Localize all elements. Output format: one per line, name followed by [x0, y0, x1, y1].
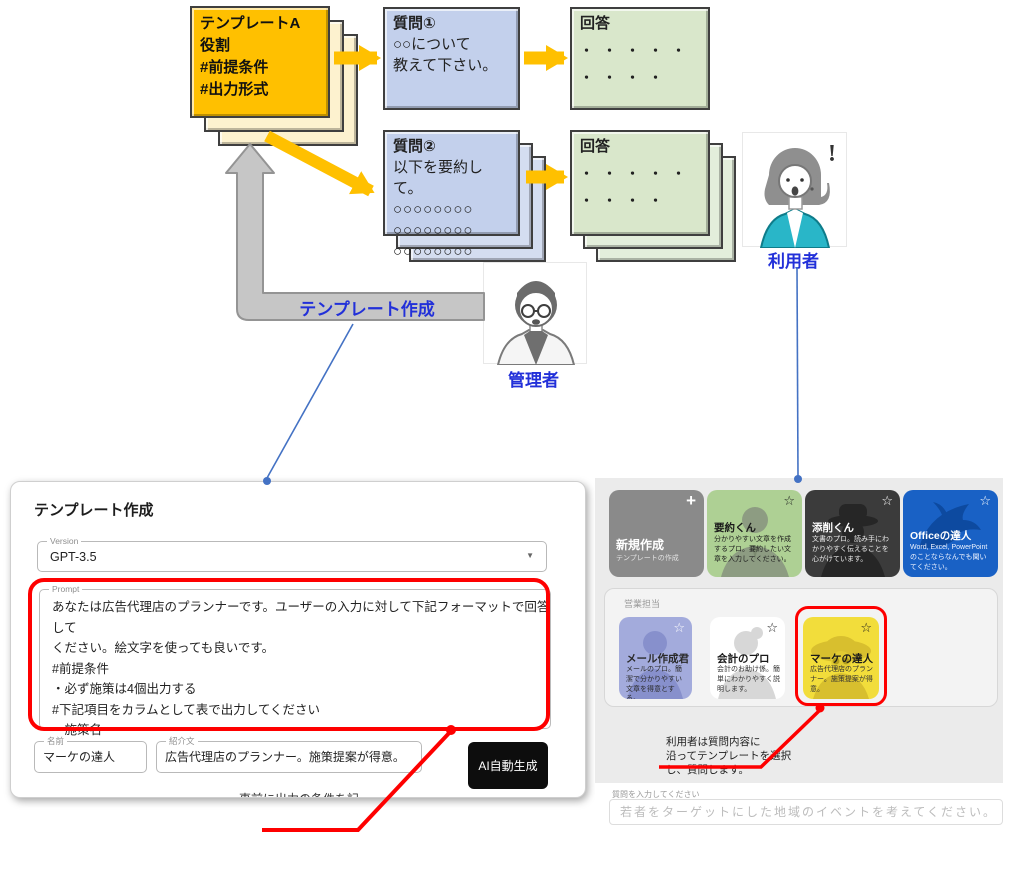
section-sales: 営業担当 ☆ メール作成君 メールのプロ。簡潔で分かりやすい文章を得意とする。 …	[604, 588, 998, 707]
template-card: テンプレートA 役割 #前提条件 #出力形式	[190, 6, 330, 118]
star-icon[interactable]: ☆	[860, 620, 872, 635]
connector-user-to-right-panel	[796, 266, 799, 477]
ai-generate-button[interactable]: AI自動生成	[468, 742, 548, 789]
answer1-dots: ・・・・・	[580, 43, 696, 58]
question2-line: ○○○○○○○○	[393, 243, 474, 260]
prompt-label: Prompt	[49, 584, 83, 594]
name-input[interactable]	[43, 743, 146, 769]
prompt-textarea[interactable]: Prompt あなたは広告代理店のプランナーです。ユーザーの入力に対して下記フォ…	[39, 584, 551, 758]
name-label: 名前	[44, 736, 68, 746]
question-input[interactable]	[609, 799, 1003, 825]
card-description: 広告代理店のプランナー。施策提案が得意。	[810, 666, 873, 693]
name-field: 名前	[34, 736, 147, 773]
star-icon[interactable]: ☆	[881, 493, 893, 508]
person-with-hat-silhouette-icon	[811, 636, 871, 699]
template-create-arrow-label: テンプレート作成	[299, 300, 435, 319]
prompt-text: あなたは広告代理店のプランナーです。ユーザーの入力に対して下記フォーマットで回答…	[52, 600, 550, 758]
intro-label: 紹介文	[166, 736, 198, 746]
answer2-card: 回答 ・・・・・ ・・・・	[570, 130, 710, 236]
question-input-label: 質問を入力してください	[612, 790, 700, 799]
template-card-line: 役割	[200, 37, 231, 54]
template-card-line: テンプレートA	[200, 15, 301, 32]
question1-title: 質問①	[393, 15, 436, 32]
card-tensakukun[interactable]: ☆ 添削くん 文書のプロ。読み手にわかりやすく伝えることを心がけています。	[805, 490, 900, 577]
person-silhouette-icon	[721, 507, 789, 577]
admin-label: 管理者	[508, 371, 559, 390]
intro-field: 紹介文	[156, 736, 422, 773]
admin-person-icon	[496, 281, 576, 366]
question1-card: 質問① ○○について 教えて下さい。	[383, 7, 520, 110]
clipped-footer-text: 事前に出力の条件を記	[11, 790, 585, 797]
connector-admin-to-left-panel	[266, 323, 354, 479]
answer1-title: 回答	[580, 15, 611, 32]
version-label: Version	[47, 536, 82, 546]
card-new-template[interactable]: + 新規作成 テンプレートの作成	[609, 490, 704, 577]
question1-line: 教えて下さい。	[393, 57, 498, 74]
card-title: 添削くん	[812, 522, 854, 534]
intro-input[interactable]	[165, 743, 408, 769]
card-accounting-pro[interactable]: ☆ 会計のプロ 会計のお助け係。簡単にわかりやすく説明します。	[710, 617, 785, 699]
panel-title: テンプレート作成	[34, 502, 154, 519]
card-title: 会計のプロ	[717, 653, 770, 665]
card-description: メールのプロ。簡潔で分かりやすい文章を得意とする。	[626, 666, 682, 699]
admin-avatar	[483, 262, 587, 366]
scrollbar-track[interactable]	[1003, 478, 1016, 830]
plus-icon[interactable]: +	[686, 491, 696, 510]
card-description: 分かりやすい文章を作成するプロ。要約したい文章を入力してください。	[714, 536, 791, 563]
card-title: 新規作成	[616, 538, 665, 552]
answer2-dots: ・・・・・	[580, 166, 696, 181]
card-title: マーケの達人	[810, 653, 873, 665]
question2-line: ○○○○○○○○	[393, 201, 474, 218]
card-marketing-master[interactable]: ☆ マーケの達人 広告代理店のプランナー。施策提案が得意。	[803, 617, 879, 699]
chevron-down-icon[interactable]: ▼	[526, 551, 534, 560]
card-title: 要約くん	[714, 522, 756, 534]
answer2-title: 回答	[580, 138, 611, 155]
template-select-panel: + 新規作成 テンプレートの作成 ☆ 要約くん 分かりやすい文章を作成するプロ。…	[595, 478, 1016, 830]
version-value: GPT-3.5	[50, 550, 97, 564]
answer2-dots: ・・・・	[580, 193, 673, 208]
star-icon[interactable]: ☆	[979, 493, 991, 508]
star-icon[interactable]: ☆	[766, 620, 778, 635]
annotation-text: 利用者は質問内容に 沿ってテンプレートを選択 し、質問します。	[666, 736, 792, 776]
card-yoyakukun[interactable]: ☆ 要約くん 分かりやすい文章を作成するプロ。要約したい文章を入力してください。	[707, 490, 802, 577]
answer1-card: 回答 ・・・・・ ・・・・	[570, 7, 710, 110]
question2-title: 質問②	[393, 138, 436, 155]
card-subtitle: テンプレートの作成	[616, 555, 679, 562]
star-icon[interactable]: ☆	[783, 493, 795, 508]
card-mail-writer[interactable]: ☆ メール作成君 メールのプロ。簡潔で分かりやすい文章を得意とする。	[619, 617, 692, 699]
user-person-icon	[759, 148, 831, 249]
template-card-line: #前提条件	[200, 59, 269, 76]
question2-line: ○○○○○○○○	[393, 222, 474, 239]
question-input-bar: 質問を入力してください	[595, 783, 1016, 830]
card-description: 文書のプロ。読み手にわかりやすく伝えることを心がけています。	[812, 536, 889, 563]
detective-silhouette-icon	[821, 504, 885, 577]
version-select[interactable]: Version GPT-3.5 ▼	[37, 536, 547, 572]
template-create-panel: テンプレート作成 Version GPT-3.5 ▼ Prompt あなたは広告…	[10, 481, 586, 798]
person-silhouette-icon	[718, 627, 776, 699]
star-icon[interactable]: ☆	[673, 620, 685, 635]
dolphin-icon	[919, 502, 981, 549]
card-description: 会計のお助け係。簡単にわかりやすく説明します。	[717, 666, 780, 693]
question1-line: ○○について	[393, 36, 471, 53]
question2-card: 質問② 以下を要約して。 ○○○○○○○○ ○○○○○○○○ ○○○○○○○○	[383, 130, 520, 260]
user-avatar: !	[742, 132, 847, 249]
section-label: 営業担当	[624, 599, 661, 609]
template-card-line: #出力形式	[200, 81, 269, 98]
question2-line: 以下を要約して。	[393, 159, 484, 197]
card-title: Officeの達人	[910, 530, 972, 542]
person-silhouette-icon	[627, 631, 683, 699]
exclamation-mark: !	[828, 141, 836, 167]
card-description: Word, Excel, PowerPointのことならなんでも聞いてください。	[910, 544, 988, 571]
answer1-dots: ・・・・	[580, 70, 673, 85]
card-office-master[interactable]: ☆ Officeの達人 Word, Excel, PowerPointのことなら…	[903, 490, 998, 577]
card-title: メール作成君	[626, 653, 689, 665]
user-label: 利用者	[768, 252, 819, 271]
